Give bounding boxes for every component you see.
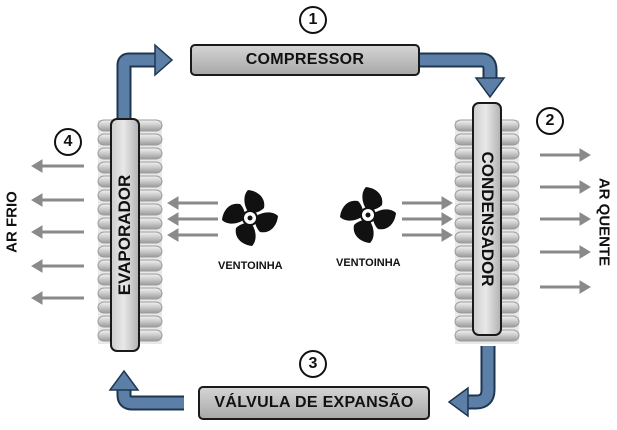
flow-arrow-evaporator-to-compressor <box>116 43 174 118</box>
cold-air-arrow <box>31 259 84 273</box>
fan-label-right: VENTOINHA <box>336 257 401 269</box>
flow-arrow-condenser-to-valve <box>447 346 496 418</box>
fan-to-evaporator-arrow <box>167 196 218 210</box>
cold-air-arrow <box>31 225 84 239</box>
evaporator-box <box>110 118 140 352</box>
expansion-valve-label: VÁLVULA DE EXPANSÃO <box>214 394 414 411</box>
step-number-3: 3 <box>299 350 327 378</box>
evaporator-label: EVAPORADOR <box>115 174 134 296</box>
fan-icon-right <box>340 187 396 243</box>
fan-label-left: VENTOINHA <box>218 260 283 272</box>
condenser-box <box>472 102 502 336</box>
cold-air-arrow <box>31 291 84 305</box>
hot-air-arrow <box>540 245 591 259</box>
step-number-1: 1 <box>299 6 327 34</box>
hot-air-arrow <box>540 148 591 162</box>
fan-to-condenser-arrow <box>402 196 453 210</box>
hot-air-label: AR QUENTE <box>595 177 613 267</box>
flow-arrow-compressor-to-condenser <box>420 52 506 99</box>
fan-to-condenser-arrow <box>402 212 453 226</box>
fan-to-evaporator-arrow <box>167 228 218 242</box>
step-number-4: 4 <box>54 128 82 156</box>
compressor-label: COMPRESSOR <box>245 51 365 68</box>
cold-air-arrow <box>31 193 84 207</box>
step-number-2: 2 <box>536 107 564 135</box>
condenser-label: CONDENSADOR <box>478 151 497 287</box>
cold-air-arrow <box>31 159 84 173</box>
cold-air-label: AR FRIO <box>3 191 21 253</box>
fan-icon-left <box>222 190 278 246</box>
flow-arrow-valve-to-evaporator <box>108 369 184 411</box>
hot-air-arrow <box>540 280 591 294</box>
compressor-box: COMPRESSOR <box>190 44 420 76</box>
fan-to-condenser-arrow <box>402 228 453 242</box>
fan-to-evaporator-arrow <box>167 212 218 226</box>
hot-air-arrow <box>540 212 591 226</box>
air-flow-arrows <box>31 148 591 305</box>
hot-air-arrow <box>540 180 591 194</box>
expansion-valve-box: VÁLVULA DE EXPANSÃO <box>198 386 430 420</box>
